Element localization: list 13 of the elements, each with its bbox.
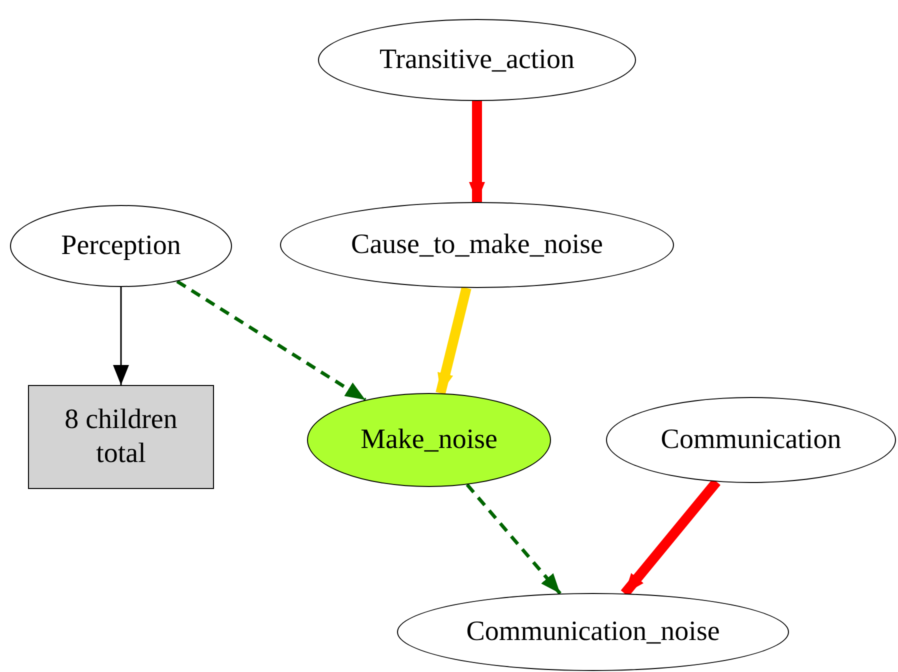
- arrow: [176, 280, 366, 402]
- arrow: [466, 484, 562, 595]
- arrow: [113, 287, 129, 385]
- node-label: Communication_noise: [466, 615, 720, 649]
- arrow: [469, 101, 485, 202]
- node-label: Cause_to_make_noise: [351, 228, 603, 262]
- node-label: Make_noise: [360, 423, 498, 457]
- rect-node: [28, 385, 214, 489]
- node-label: 8 children total: [64, 403, 178, 471]
- node-label: Transitive_action: [380, 43, 574, 77]
- node-label: Communication: [660, 423, 842, 457]
- arrow: [436, 286, 472, 394]
- node-label: Perception: [61, 229, 181, 263]
